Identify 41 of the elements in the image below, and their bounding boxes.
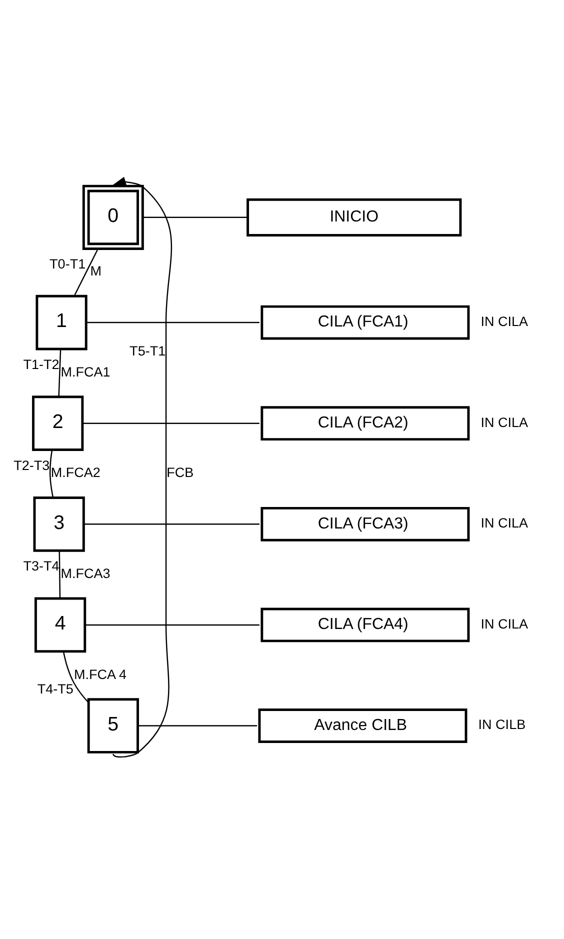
edge-label: M.FCA1	[60, 364, 110, 380]
label: T5-T1	[130, 343, 166, 358]
connector	[74, 248, 98, 296]
node-box: 5	[87, 698, 139, 754]
node-label: IN CILB	[478, 717, 526, 732]
connector	[86, 322, 260, 324]
edge-label: M.FCA3	[60, 566, 110, 581]
arrow	[111, 177, 172, 758]
node-label: IN CILA	[480, 414, 528, 430]
node-box: CILA (FCA1)	[260, 305, 470, 340]
connector	[84, 524, 260, 525]
connector	[85, 624, 260, 626]
node-box: 2	[32, 396, 84, 451]
edge-label: M	[90, 264, 102, 279]
node-box: CILA (FCA4)	[260, 608, 470, 642]
connector	[58, 349, 62, 397]
edge-label: M.FCA2	[50, 465, 100, 480]
connector	[142, 216, 248, 218]
node-box: CILA (FCA3)	[260, 506, 470, 542]
label: T4-T5	[37, 682, 74, 697]
connector	[138, 725, 257, 726]
node-box: 3	[33, 496, 85, 552]
node-box: CILA (FCA2)	[260, 406, 470, 441]
connector	[49, 450, 54, 498]
node-box: 1	[36, 294, 88, 350]
label: T3-T4	[23, 558, 60, 574]
connector	[62, 651, 89, 703]
node-label: IN CILA	[480, 314, 528, 329]
node-box: 4	[34, 597, 86, 653]
label: T0-T1	[50, 256, 86, 272]
node-box: Avance CILB	[258, 708, 468, 743]
label: T1-T2	[23, 357, 60, 372]
edge-label: M.FCA 4	[74, 666, 127, 682]
node-label: IN CILA	[480, 516, 528, 531]
node-box: INICIO	[246, 198, 462, 236]
node-label: IN CILA	[480, 616, 528, 632]
node-box: 0	[82, 184, 144, 250]
edge-label: FCB	[166, 465, 194, 480]
connector	[58, 550, 61, 598]
label: T2-T3	[14, 458, 50, 473]
connector	[82, 422, 260, 424]
